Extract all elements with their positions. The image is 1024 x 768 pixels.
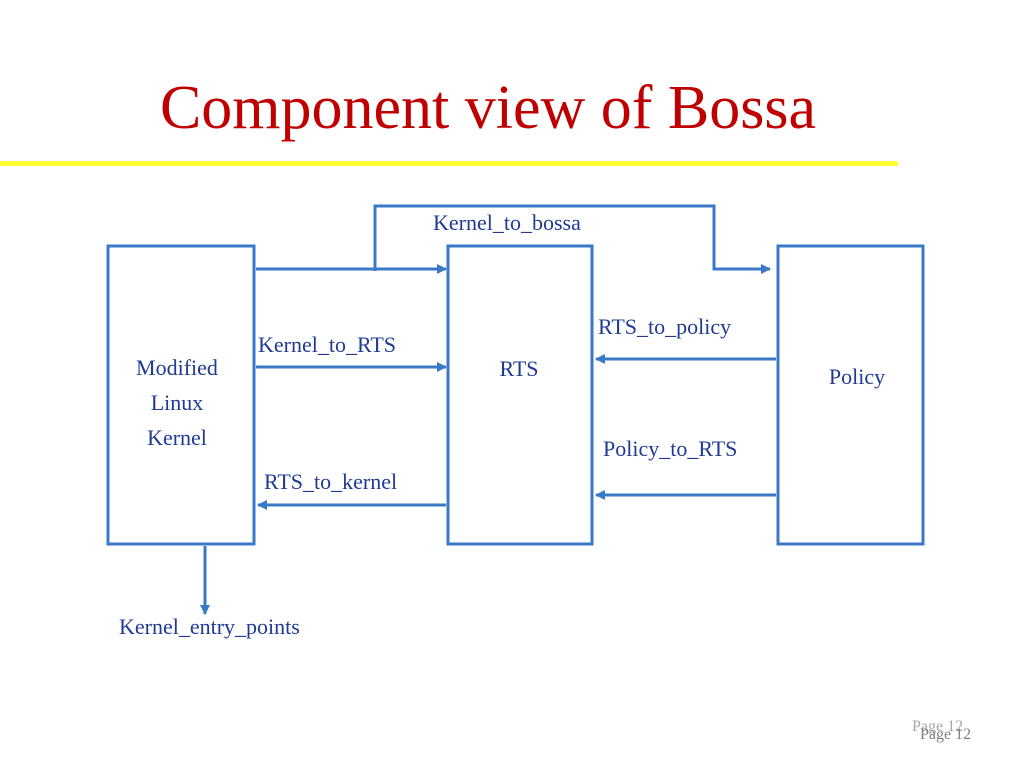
kernel-to-bossa-label: Kernel_to_bossa — [433, 210, 581, 235]
kernel-label-line-1: Modified — [136, 355, 218, 380]
slide-title: Component view of Bossa — [159, 74, 817, 142]
page-number: Page 12 — [920, 726, 972, 743]
kernel-to-rts-label: Kernel_to_RTS — [258, 332, 396, 357]
kernel-to-bossa-branch — [373, 204, 771, 274]
policy-box — [776, 244, 925, 546]
title-underline — [0, 161, 898, 166]
kernel-label-line-2: Linux — [151, 390, 204, 415]
rts-to-policy-label: RTS_to_policy — [598, 314, 731, 339]
page-number-shadow: Page 12 — [912, 718, 964, 735]
policy-to-rts-label: Policy_to_RTS — [603, 436, 737, 461]
kernel-entry-points-label: Kernel_entry_points — [119, 614, 300, 639]
policy-label: Policy — [829, 364, 885, 389]
kernel-label-line-3: Kernel — [147, 425, 207, 450]
rts-label: RTS — [499, 356, 538, 381]
rts-box — [446, 244, 594, 546]
rts-to-kernel-label: RTS_to_kernel — [264, 469, 397, 494]
kernel-box — [106, 244, 256, 546]
